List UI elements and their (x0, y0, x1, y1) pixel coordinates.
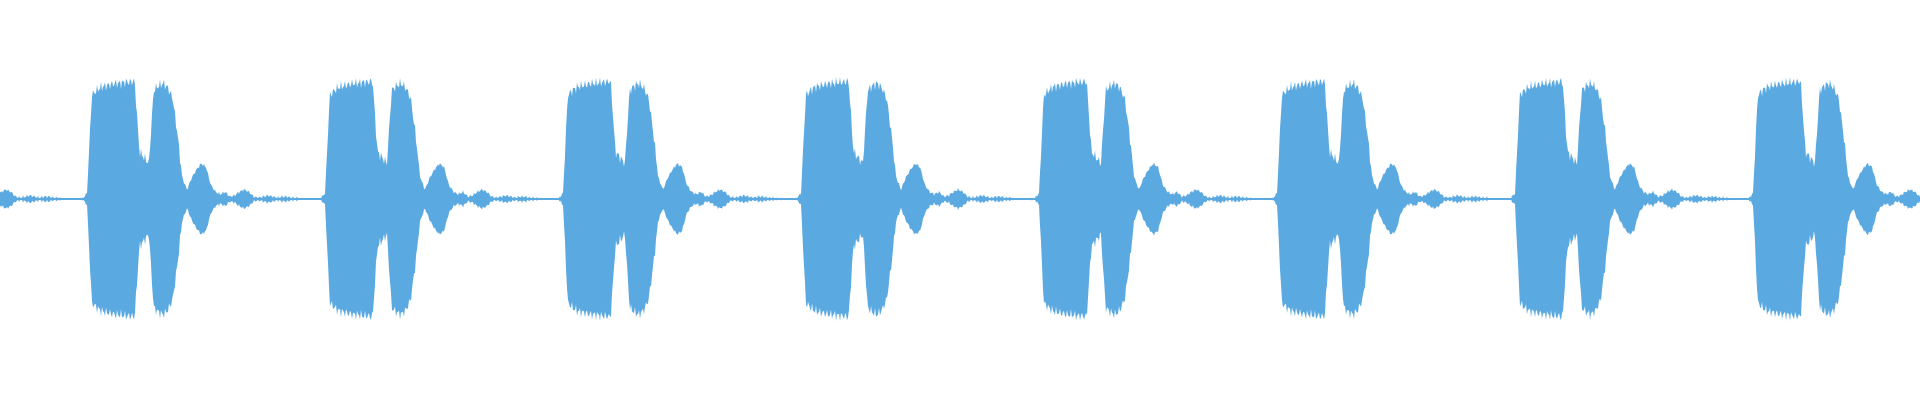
audio-waveform (0, 76, 1920, 322)
waveform-svg (0, 76, 1920, 322)
